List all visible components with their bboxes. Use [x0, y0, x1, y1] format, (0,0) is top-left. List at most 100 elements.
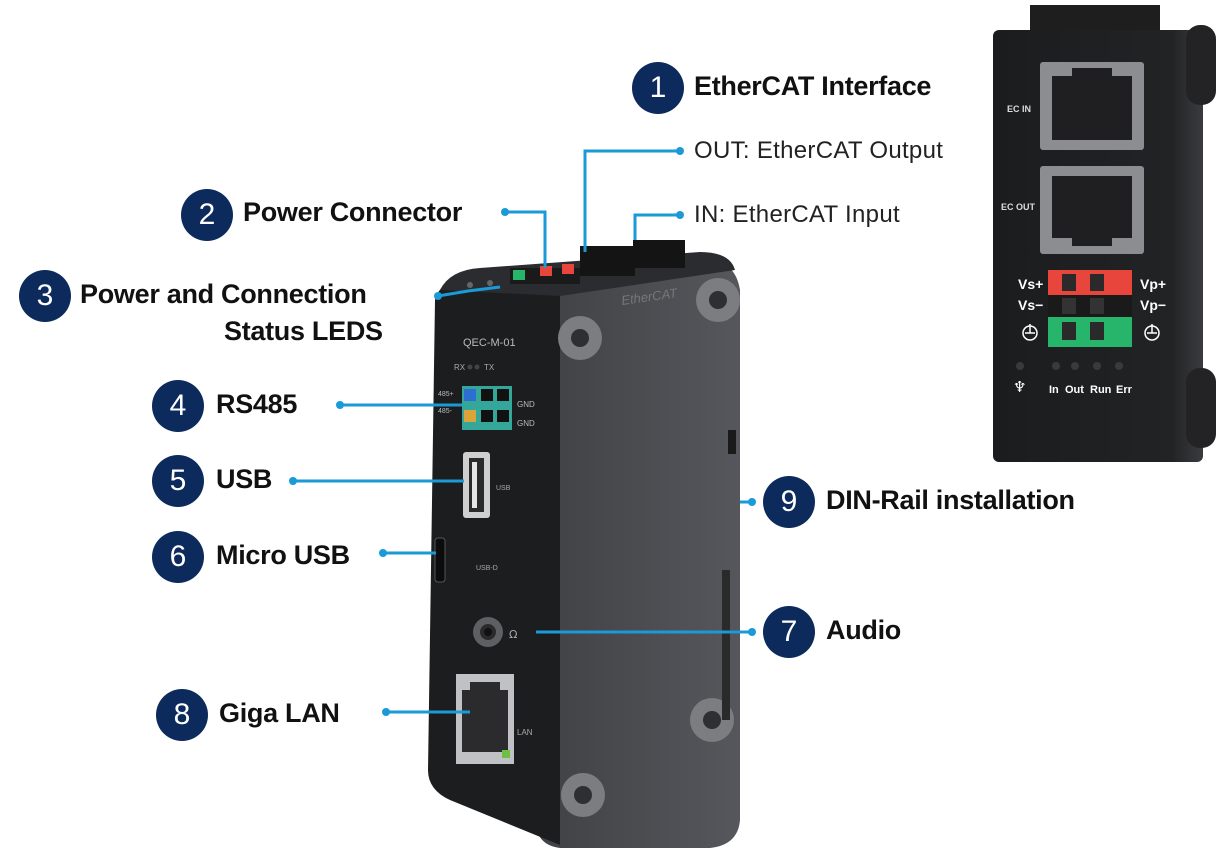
din-rail-clip: [722, 570, 730, 720]
callout-label-audio: Audio: [826, 615, 901, 645]
inset-power-hole: [1062, 322, 1076, 340]
leader-dot: [501, 208, 509, 216]
device-foot-screw: [703, 711, 721, 729]
inset-vp-plus: Vp+: [1140, 276, 1166, 292]
inset-top-view: EC IN EC OUT Vs+ Vs− Vp+ Vp−: [993, 5, 1216, 462]
inset-ec-in-key: [1072, 68, 1112, 80]
rx-led: [467, 364, 473, 370]
callout-label-rs485: RS485: [216, 389, 298, 419]
inset-vp-minus: Vp−: [1140, 297, 1166, 313]
inset-power-hole: [1062, 274, 1076, 291]
inset-ec-out-label: EC OUT: [1001, 202, 1036, 212]
lan-led: [502, 750, 510, 758]
callout-badge-4: 4: [152, 380, 204, 432]
callout-label-micro-usb: Micro USB: [216, 540, 350, 570]
ground-icon: [1022, 324, 1038, 341]
rs485-hole: [481, 410, 493, 422]
leader-dot: [336, 401, 344, 409]
leader-lines: [289, 147, 756, 716]
callout-badge-3: 3: [19, 270, 71, 322]
power-pin-red: [562, 264, 574, 274]
inset-ec-out-key: [1072, 234, 1112, 246]
inset-led-out: Out: [1065, 384, 1084, 396]
top-ethercat-port-out: [580, 246, 635, 276]
callout-badge-6: 6: [152, 531, 204, 583]
lan-label: LAN: [517, 728, 533, 737]
leader-leds: [437, 285, 501, 298]
callout-badge-2: 2: [181, 189, 233, 241]
callout-badge-9: 9: [763, 476, 815, 528]
lightbulb-icon: ♆: [1013, 378, 1026, 396]
callout-label-status-leds: Status LEDS: [224, 316, 383, 346]
power-pin-green: [513, 270, 525, 280]
inset-led: [1115, 362, 1123, 370]
headphone-icon: Ω: [509, 628, 517, 641]
usb-d-label: USB-D: [476, 565, 498, 572]
leader-in: [633, 213, 680, 240]
inset-led-run: Run: [1090, 384, 1112, 396]
label-ethercat-output: OUT: EtherCAT Output: [694, 137, 944, 164]
inset-foot: [1186, 25, 1216, 105]
rs485-minus-label: 485-: [438, 408, 453, 415]
power-pin-red: [540, 266, 552, 276]
leader-dot: [748, 628, 756, 636]
status-led: [467, 282, 473, 288]
usb-label: USB: [496, 485, 511, 492]
callout-label-power-connection: Power and Connection: [80, 279, 367, 309]
audio-jack-hole: [484, 628, 492, 636]
leader-dot: [379, 549, 387, 557]
inset-led: [1071, 362, 1079, 370]
leader-dot: [382, 708, 390, 716]
rs485-plus-label: 485+: [438, 391, 454, 398]
device-foot-screw: [709, 291, 727, 309]
device-model: QEC-M-01: [463, 337, 516, 349]
leader-dot: [434, 292, 442, 300]
label-ethercat-input: IN: EtherCAT Input: [694, 201, 900, 228]
inset-foot: [1186, 368, 1216, 448]
ground-icon: [1144, 324, 1160, 341]
rs485-hole: [497, 389, 509, 401]
rs485-pin-orange: [464, 410, 476, 422]
callout-label-din-rail: DIN-Rail installation: [826, 485, 1075, 515]
gnd-label-2: GND: [517, 419, 535, 428]
inset-power-hole: [1090, 322, 1104, 340]
inset-led-err: Err: [1116, 384, 1133, 396]
inset-led: [1016, 362, 1024, 370]
callout-badge-7: 7: [763, 606, 815, 658]
device-foot-screw: [574, 786, 592, 804]
top-ethercat-port-in: [633, 240, 685, 268]
usb-port-tongue: [472, 462, 477, 508]
callout-badge-1: 1: [632, 62, 684, 114]
device-foot-screw: [571, 329, 589, 347]
leader-power: [505, 210, 547, 268]
inset-led: [1052, 362, 1060, 370]
inset-ec-in-socket: [1052, 76, 1132, 140]
rs485-pin-blue: [464, 389, 476, 401]
inset-vs-plus: Vs+: [1018, 276, 1043, 292]
callout-label-ethercat-interface: EtherCAT Interface: [694, 71, 932, 101]
lan-port-inner: [462, 690, 508, 752]
callout-badge-5: 5: [152, 455, 204, 507]
inset-power-hole: [1062, 298, 1076, 314]
micro-usb-port: [434, 537, 446, 583]
inset-led: [1093, 362, 1101, 370]
inset-led-in: In: [1049, 384, 1059, 396]
device-side-panel: [535, 258, 740, 848]
inset-vs-minus: Vs−: [1018, 297, 1043, 313]
inset-power-hole: [1090, 274, 1104, 291]
leader-out: [583, 149, 680, 252]
lan-port-key: [470, 682, 500, 692]
device: EtherCAT QEC-M-01 RX TX 485+ 485- GND GN…: [428, 240, 740, 848]
leader-dot: [748, 498, 756, 506]
leader-dot: [676, 147, 684, 155]
rx-label: RX: [454, 363, 466, 372]
status-led: [487, 280, 493, 286]
gnd-label-1: GND: [517, 400, 535, 409]
inset-top-clip: [1030, 5, 1160, 33]
leader-dot: [676, 211, 684, 219]
tx-label: TX: [484, 363, 495, 372]
inset-ec-in-label: EC IN: [1007, 104, 1031, 114]
leader-dot: [289, 477, 297, 485]
callout-label-power-connector: Power Connector: [243, 197, 463, 227]
